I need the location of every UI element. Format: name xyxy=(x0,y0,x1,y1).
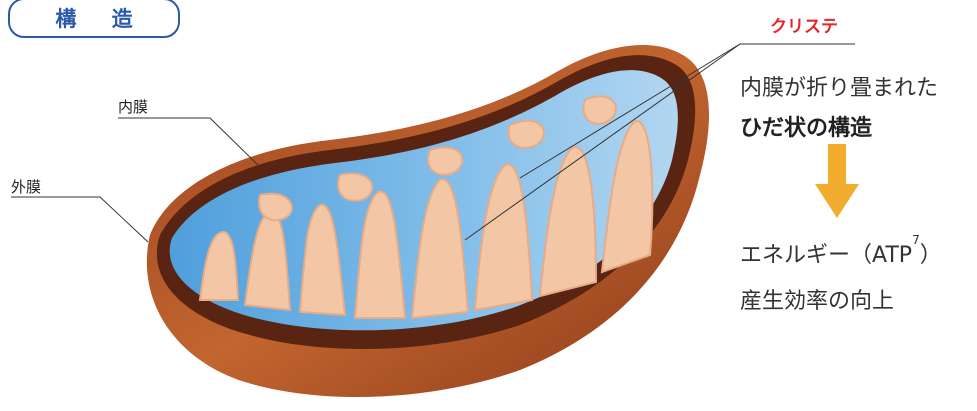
description-line-2: ひだ状の構造 xyxy=(740,110,872,142)
result-line-1: エネルギー（ATP7） xyxy=(740,237,942,269)
result-prefix: エネルギー（ATP xyxy=(740,243,912,268)
inner-membrane-label: 内膜 xyxy=(118,96,148,117)
down-arrow-icon xyxy=(815,144,859,220)
description-line-1: 内膜が折り畳まれた xyxy=(740,70,938,102)
footnote-marker: 7 xyxy=(912,233,920,247)
outer-membrane-label: 外膜 xyxy=(11,176,41,197)
result-line-2: 産生効率の向上 xyxy=(740,283,894,315)
result-suffix: ） xyxy=(920,243,942,268)
cristae-label: クリステ xyxy=(770,12,838,37)
